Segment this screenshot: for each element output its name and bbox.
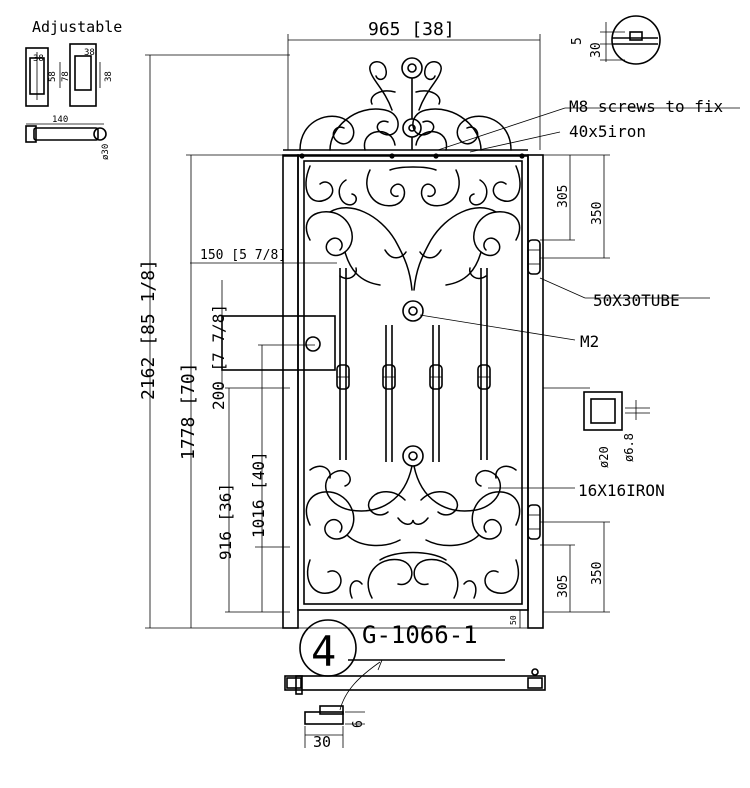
hinge-h2-label: 78	[61, 71, 71, 82]
tube-section-b: ø6.8	[622, 433, 636, 462]
top-detail-b: 30	[589, 42, 604, 58]
tube-section-a: ø20	[597, 446, 611, 468]
top-detail-a: 5	[570, 37, 585, 45]
hinge-len-label: 140	[52, 115, 68, 125]
rosette-callout: M2	[580, 332, 599, 351]
callouts: M8 screws to fix 40x5iron 50X30TUBE M2 1…	[419, 97, 740, 500]
right-dimensions: 305 350 305 350 50	[509, 154, 610, 628]
drawing-number: 4	[311, 627, 336, 676]
bottom-detail-a: 30	[313, 733, 331, 751]
arch-crest	[283, 57, 528, 157]
hinge-dia-label: ø30	[101, 144, 111, 160]
hinge-top-305-label: 305	[556, 185, 571, 208]
hinge-w-label: 38	[33, 54, 44, 64]
width-label: 965 [38]	[368, 19, 455, 40]
upper-scrolls	[305, 165, 521, 322]
lock-height-b-label: 916 [36]	[216, 483, 235, 560]
hinge-detail: Adjustable 38 38 58 78 38 140 ø30	[25, 18, 122, 160]
screws-callout: M8 screws to fix	[569, 97, 723, 116]
flat-iron-callout: 40x5iron	[569, 122, 646, 141]
hinge-bot-350-label: 350	[590, 562, 605, 585]
drawing-code: G-1066-1	[362, 621, 478, 649]
hinge-bot-305-label: 305	[556, 575, 571, 598]
bars-callout: 16X16IRON	[578, 481, 665, 500]
hinge-top-350-label: 350	[590, 202, 605, 225]
gap-label: 50	[509, 615, 518, 625]
tube-callout: 50X30TUBE	[593, 291, 680, 310]
left-dimensions: 2162 [85 1/8] 1778 [70] 150 [5 7/8] 200 …	[138, 54, 337, 629]
bottom-detail: 30 6	[304, 705, 366, 751]
lock-offset-label: 150 [5 7/8]	[200, 248, 286, 263]
hinge-side-label: 38	[104, 71, 114, 82]
drawing-label: 4 G-1066-1	[299, 619, 505, 677]
bottom-detail-b: 6	[351, 720, 366, 728]
top-section-detail: 5 30	[570, 15, 661, 65]
tube-section-detail: ø20 ø6.8	[542, 387, 650, 505]
gate-frame	[282, 153, 544, 629]
bottom-plan	[284, 659, 546, 711]
width-dimension: 965 [38]	[287, 19, 541, 150]
lock-box-label: 200 [7 7/8]	[209, 304, 228, 410]
hinges	[527, 239, 541, 540]
lock-box	[221, 315, 336, 371]
hinge-h1-label: 58	[48, 71, 58, 82]
vertical-bars	[336, 268, 491, 462]
lock-height-a-label: 1016 [40]	[249, 451, 268, 538]
lower-scrolls	[305, 445, 521, 599]
total-height-label: 2162 [85 1/8]	[138, 259, 159, 400]
gate-height-label: 1778 [70]	[178, 362, 199, 460]
adjustable-title: Adjustable	[32, 18, 122, 36]
hinge-w2-label: 38	[84, 48, 95, 58]
